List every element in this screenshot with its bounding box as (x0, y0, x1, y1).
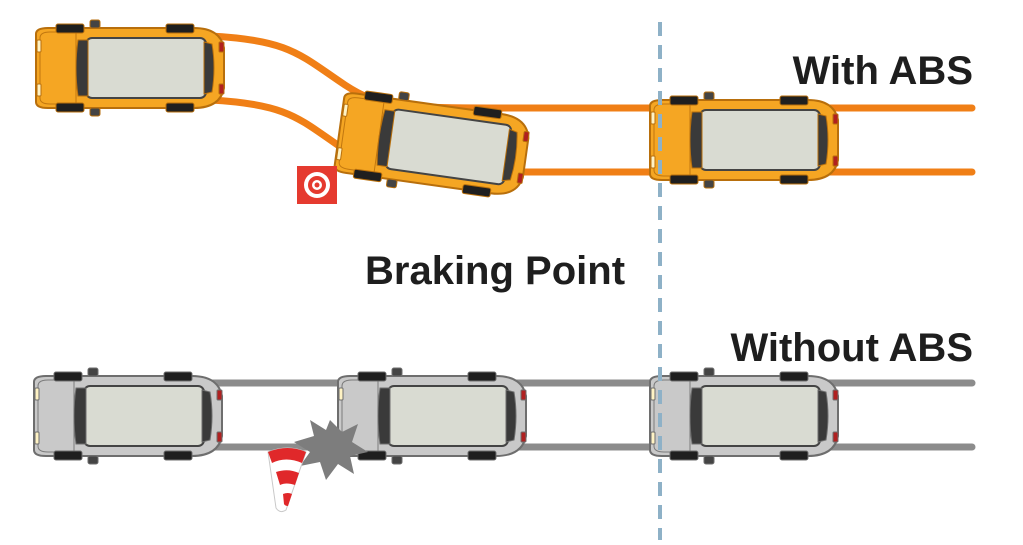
traffic-cone-icon (267, 447, 307, 513)
abs-car-start (35, 19, 225, 117)
target-icon (297, 166, 337, 204)
collision-star-icon (294, 420, 368, 480)
without-abs-label: Without ABS (730, 326, 973, 370)
braking-point-label: Braking Point (365, 249, 626, 293)
no-abs-car-crash (337, 367, 527, 465)
no-abs-car-stopped (649, 367, 839, 465)
abs-car-stopped (649, 91, 839, 189)
with-abs-label: With ABS (792, 49, 973, 93)
abs-car-swerving (331, 83, 534, 207)
no-abs-car-start (33, 367, 223, 465)
